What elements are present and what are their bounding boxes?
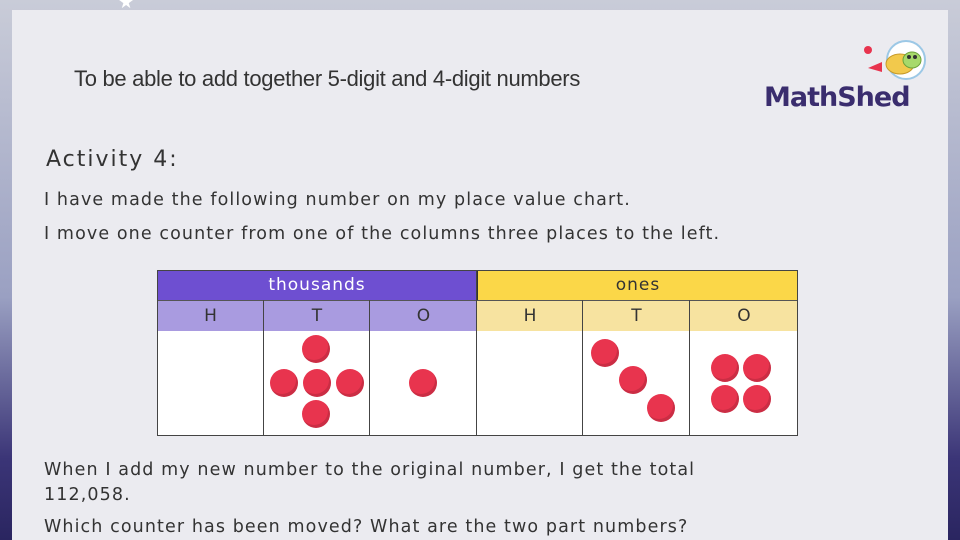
column-header-thousands-o: O (370, 300, 477, 331)
counter (409, 369, 437, 397)
counter (743, 354, 771, 382)
question-line-1: When I add my new number to the original… (44, 460, 696, 480)
counter (711, 385, 739, 413)
column-header-thousands-h: H (157, 300, 264, 331)
activity-heading: Activity 4: (46, 147, 179, 172)
cell-thousands-h (157, 331, 264, 436)
place-value-chart: thousands ones H T O H T O (157, 270, 798, 436)
cell-ones-o (690, 331, 798, 436)
instruction-line-1: I have made the following number on my p… (44, 190, 631, 210)
column-header-ones-o: O (690, 300, 798, 331)
cell-thousands-t (264, 331, 370, 436)
counter (647, 394, 675, 422)
cell-thousands-o (370, 331, 477, 436)
counter (302, 400, 330, 428)
column-divider (476, 270, 477, 436)
learning-objective: To be able to add together 5-digit and 4… (74, 66, 581, 91)
column-divider (582, 300, 583, 436)
mathshed-logo: MathShed (764, 38, 934, 118)
column-divider (689, 300, 690, 436)
cell-ones-h (477, 331, 583, 436)
column-divider (263, 300, 264, 436)
counter (336, 369, 364, 397)
counter (743, 385, 771, 413)
column-header-thousands-t: T (264, 300, 370, 331)
group-header-ones: ones (477, 270, 798, 300)
question-line-3: Which counter has been moved? What are t… (44, 517, 689, 537)
cell-ones-t (583, 331, 690, 436)
rocket-mascot-icon (864, 40, 926, 80)
instruction-line-2: I move one counter from one of the colum… (44, 224, 721, 244)
counter (302, 335, 330, 363)
column-header-ones-h: H (477, 300, 583, 331)
group-header-thousands: thousands (157, 270, 477, 300)
column-header-ones-t: T (583, 300, 690, 331)
column-divider (369, 300, 370, 436)
star-decoration-icon: ★ (118, 0, 135, 13)
counter (711, 354, 739, 382)
counter (591, 339, 619, 367)
counter (303, 369, 331, 397)
counter (619, 366, 647, 394)
logo-wordmark: MathShed (764, 82, 911, 113)
question-line-2: 112,058. (44, 485, 131, 505)
counter (270, 369, 298, 397)
